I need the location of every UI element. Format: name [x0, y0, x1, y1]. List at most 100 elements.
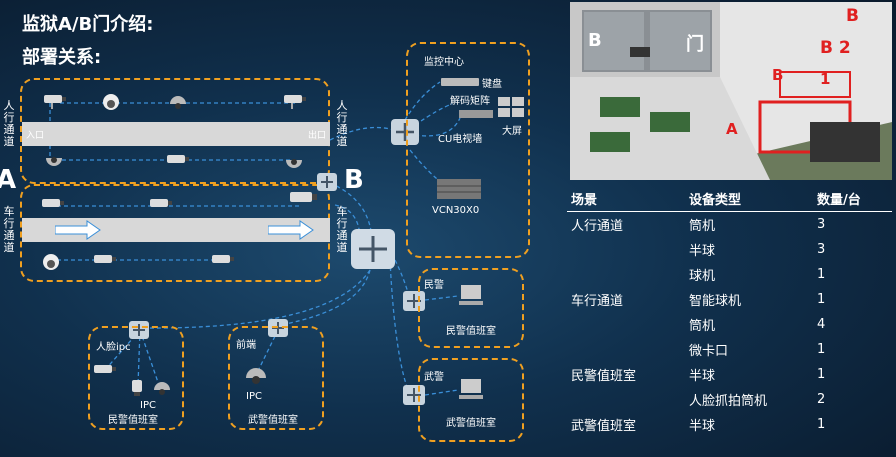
scene-marker-1: 1: [820, 70, 831, 88]
device-type-cell: 半球: [689, 419, 716, 434]
scene-marker-b: B: [846, 6, 859, 26]
computer-icon: [459, 379, 483, 399]
scene-door-men: 门: [686, 34, 704, 55]
switch-icon: [391, 119, 419, 145]
column-header: 数量/台: [813, 186, 892, 212]
lane-arrow-icon: [55, 220, 101, 240]
scene-cell: [567, 312, 685, 337]
monitor-center-title: 监控中心: [424, 57, 464, 68]
quantity-cell: 1: [817, 342, 826, 357]
bullet-camera-icon: [42, 199, 64, 207]
speed-dome-icon: [43, 254, 59, 270]
quantity-cell: 1: [817, 292, 826, 307]
core-switch-icon: [351, 229, 395, 269]
vcn-server-icon: [437, 179, 481, 199]
dome-camera-icon: [246, 368, 266, 384]
switch-icon: [317, 173, 337, 191]
pedestrian-lane: 入口 出口: [22, 122, 330, 146]
scene-cell: [567, 262, 685, 287]
speed-dome-icon: [103, 94, 119, 110]
ipc2-label: IPC: [246, 391, 262, 402]
bullet-camera-icon: [284, 95, 306, 109]
vcn-label: VCN30X0: [432, 205, 480, 216]
lane-arrow-icon: [268, 220, 314, 240]
scene-marker-b3: B: [772, 66, 784, 84]
prison-gate-illustration: [570, 2, 892, 180]
armed-police-title: 武警: [424, 372, 444, 383]
decoder-label: 解码矩阵: [450, 96, 490, 107]
device-type-cell: 微卡口: [689, 344, 729, 359]
table-row: 车行通道 智能球机 1: [567, 287, 892, 312]
exit-label: 出口: [307, 131, 326, 141]
decoder-icon: [459, 110, 493, 118]
police-room-box: [418, 268, 524, 348]
bullet-camera-icon: [212, 255, 234, 263]
table-row: 筒机 4: [567, 312, 892, 337]
scene-cell: 人行通道: [571, 219, 624, 234]
bullet-camera-icon: [132, 380, 142, 396]
device-type-cell: 筒机: [689, 319, 716, 334]
box2-room-label: 武警值班室: [248, 415, 298, 426]
gate-scene-image: B 门 B B 2 B 1 A: [570, 2, 892, 180]
ipc-label: IPC: [140, 400, 156, 411]
table-row: 微卡口 1: [567, 337, 892, 362]
gate-b-label: B: [344, 165, 364, 195]
quantity-cell: 1: [817, 267, 826, 282]
scene-cell: [567, 237, 685, 262]
device-type-cell: 智能球机: [689, 294, 742, 309]
vehicle-label-left: 车行通道: [3, 205, 15, 254]
table-row: 武警值班室 半球 1: [567, 412, 892, 437]
scene-cell: 武警值班室: [571, 419, 637, 434]
device-type-cell: 半球: [689, 244, 716, 259]
vehicle-label-right: 车行通道: [336, 205, 348, 254]
table-row: 球机 1: [567, 262, 892, 287]
police-title: 民警: [424, 280, 444, 291]
gate-a-label: A: [0, 165, 17, 195]
armed-police-room-box: [418, 358, 524, 442]
heading-title: 监狱A/B门介绍:: [22, 14, 154, 35]
bullet-camera-icon: [44, 95, 66, 109]
quantity-cell: 2: [817, 392, 826, 407]
bullet-camera-icon: [150, 199, 172, 207]
quantity-cell: 4: [817, 317, 826, 332]
scene-marker-a: A: [726, 120, 738, 138]
quantity-cell: 3: [817, 217, 826, 232]
column-header: 场景: [567, 186, 685, 212]
switch-icon: [268, 319, 288, 337]
dome-camera-icon: [170, 96, 186, 109]
device-type-cell: 半球: [689, 369, 716, 384]
pedestrian-label-right: 人行通道: [336, 99, 348, 148]
scene-cell: [567, 387, 685, 412]
dome-camera-icon: [286, 159, 302, 168]
front-end-label: 前端: [236, 340, 256, 351]
device-type-cell: 人脸抓拍筒机: [689, 394, 768, 409]
device-type-cell: 球机: [689, 269, 716, 284]
quantity-cell: 3: [817, 242, 826, 257]
video-wall-icon: [498, 97, 524, 117]
table-row: 半球 3: [567, 237, 892, 262]
table-row: 人脸抓拍筒机 2: [567, 387, 892, 412]
dome-camera-icon: [46, 157, 62, 166]
column-header: 设备类型: [685, 186, 813, 212]
dome-camera-icon: [154, 382, 170, 395]
device-type-cell: 筒机: [689, 219, 716, 234]
scene-cell: 车行通道: [571, 294, 624, 309]
heading-subtitle: 部署关系:: [22, 47, 102, 68]
scene-cell: 民警值班室: [571, 369, 637, 384]
bullet-camera-icon: [167, 155, 189, 163]
keyboard-icon: [441, 78, 479, 86]
cu-wall-label: CU电视墙: [438, 134, 483, 145]
table-header-row: 场景 设备类型 数量/台: [567, 186, 892, 212]
front-end-box: [228, 326, 324, 430]
scene-door-b: B: [588, 30, 602, 51]
scene-marker-b2: B 2: [820, 38, 851, 58]
keyboard-label: 键盘: [482, 79, 502, 90]
monitor-center-box: [406, 42, 530, 258]
entrance-label: 入口: [26, 131, 45, 141]
armed-police-room-label: 武警值班室: [446, 418, 496, 429]
scene-cell: [567, 337, 685, 362]
police-room-label: 民警值班室: [446, 326, 496, 337]
computer-icon: [459, 285, 483, 305]
quantity-cell: 1: [817, 417, 826, 432]
